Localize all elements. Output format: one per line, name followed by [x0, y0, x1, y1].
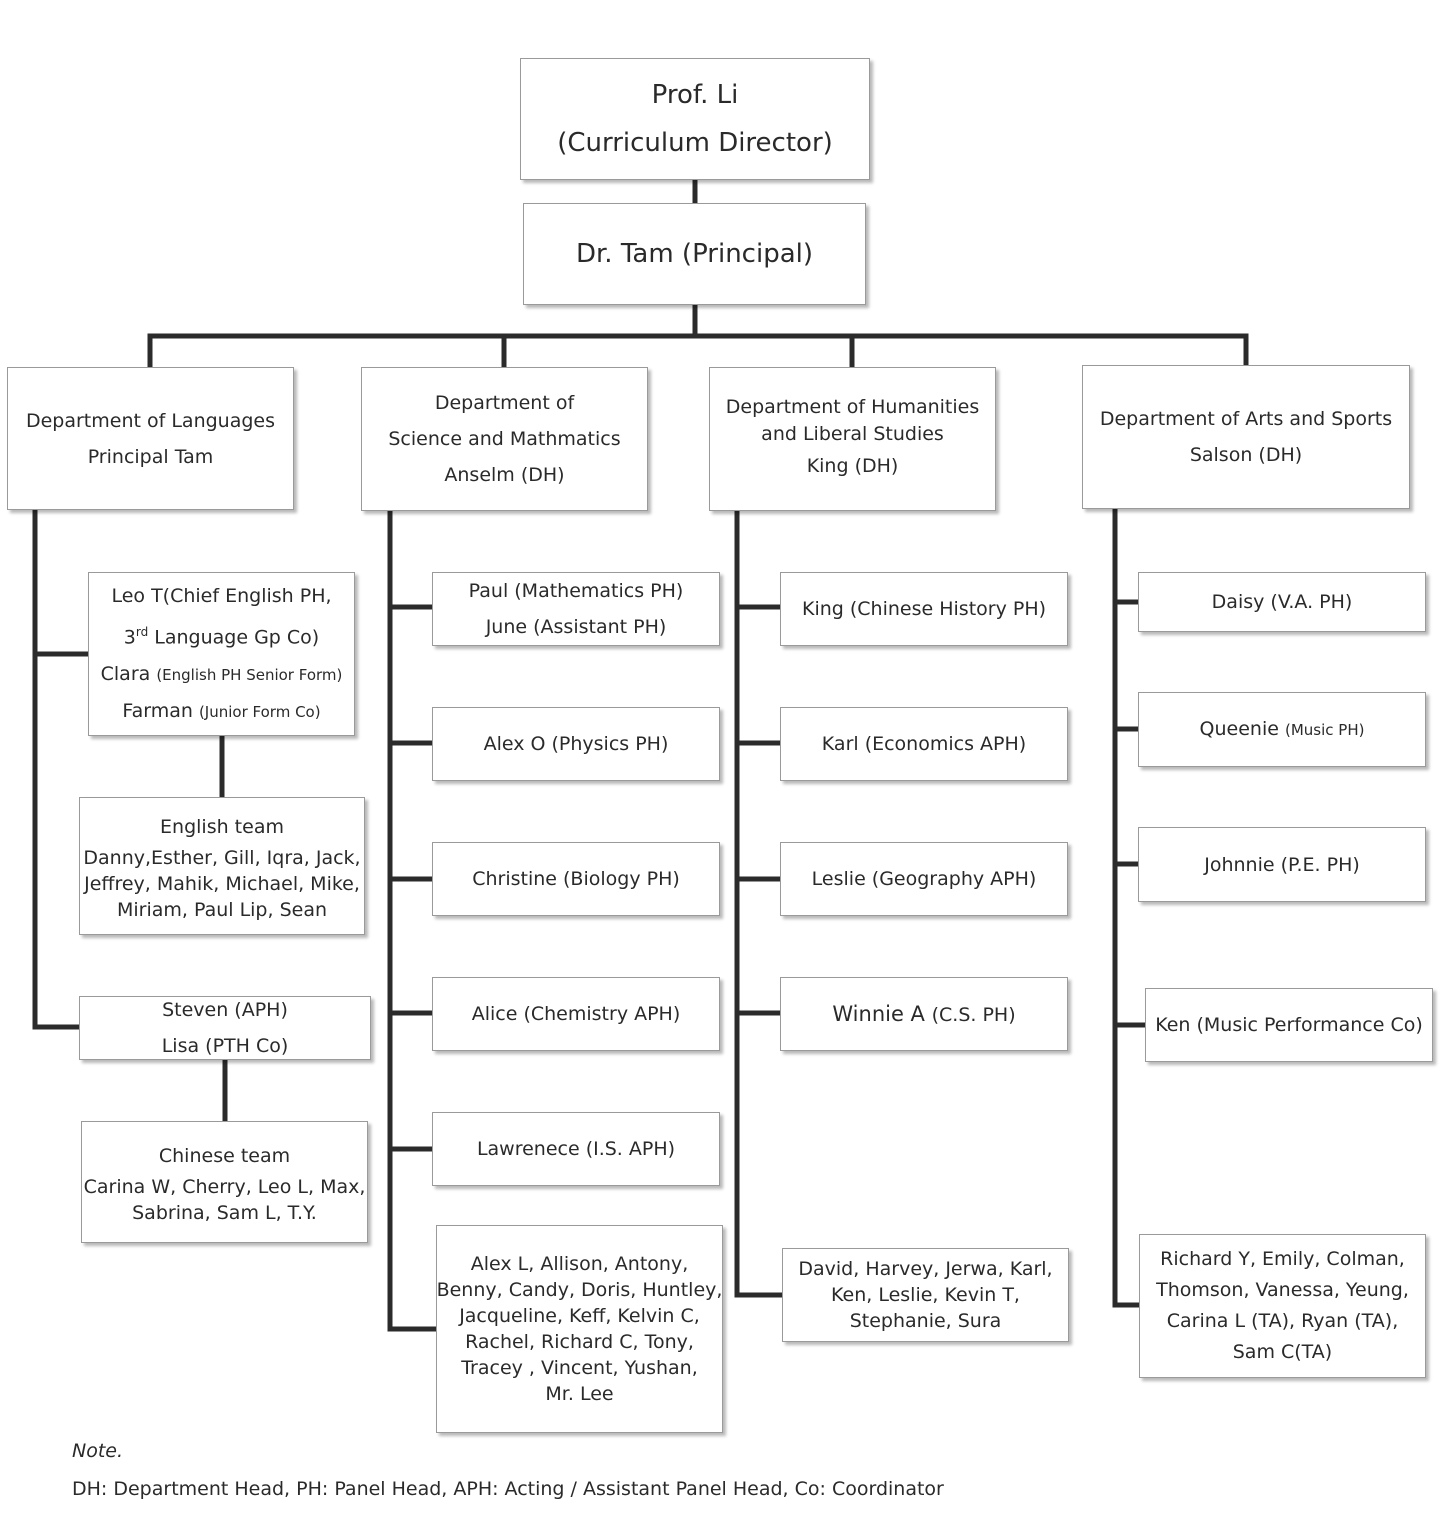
note-text: DH: Department Head, PH: Panel Head, APH…	[72, 1478, 944, 1500]
dept-arts-box: Department of Arts and Sports Salson (DH…	[1082, 365, 1410, 509]
note-title: Note.	[72, 1440, 124, 1462]
english-team-title: English team	[160, 816, 284, 838]
director-role: (Curriculum Director)	[557, 128, 833, 158]
arts-team-line-2: Thomson, Vanessa, Yeung,	[1156, 1279, 1409, 1301]
karl-box: Karl (Economics APH)	[780, 707, 1068, 781]
christine-line: Christine (Biology PH)	[472, 868, 680, 890]
alex-box: Alex O (Physics PH)	[432, 707, 720, 781]
christine-box: Christine (Biology PH)	[432, 842, 720, 916]
principal-box: Dr. Tam (Principal)	[523, 203, 866, 305]
alex-line: Alex O (Physics PH)	[483, 733, 669, 755]
humanities-team-line-2: Ken, Leslie, Kevin T,	[831, 1284, 1020, 1306]
humanities-team-line-1: David, Harvey, Jerwa, Karl,	[798, 1258, 1053, 1280]
dept-arts-title: Department of Arts and Sports	[1099, 408, 1393, 430]
leslie-box: Leslie (Geography APH)	[780, 842, 1068, 916]
june-line: June (Assistant PH)	[485, 616, 667, 638]
principal-label: Dr. Tam (Principal)	[575, 239, 814, 269]
johnnie-line: Johnnie (P.E. PH)	[1204, 853, 1360, 876]
humanities-team-box: David, Harvey, Jerwa, Karl, Ken, Leslie,…	[782, 1248, 1069, 1342]
alice-line: Alice (Chemistry APH)	[471, 1003, 681, 1025]
king-box: King (Chinese History PH)	[780, 572, 1068, 646]
queenie-box: Queenie (Music PH)	[1138, 692, 1426, 767]
english-team-line-3: Miriam, Paul Lip, Sean	[116, 899, 328, 921]
arts-team-line-4: Sam C(TA)	[1232, 1341, 1333, 1363]
dept-humanities-title-1: Department of Humanities	[725, 396, 980, 418]
chinese-team-box: Chinese team Carina W, Cherry, Leo L, Ma…	[81, 1121, 368, 1243]
science-team-line-6: Mr. Lee	[545, 1383, 614, 1405]
lawrenece-line: Lawrenece (I.S. APH)	[476, 1138, 676, 1160]
director-name: Prof. Li	[651, 80, 739, 110]
steven-box: Steven (APH) Lisa (PTH Co)	[79, 996, 371, 1060]
science-team-line-1: Alex L, Allison, Antony,	[470, 1253, 689, 1275]
dept-languages-head: Principal Tam	[87, 445, 214, 468]
ken-box: Ken (Music Performance Co)	[1145, 988, 1433, 1062]
dept-humanities-box: Department of Humanities and Liberal Stu…	[709, 367, 996, 511]
lisa-line: Lisa (PTH Co)	[161, 1035, 289, 1057]
farman-line: Farman (Junior Form Co)	[122, 699, 321, 722]
dept-science-title-2: Science and Mathmatics	[388, 428, 621, 450]
arts-team-line-1: Richard Y, Emily, Colman,	[1160, 1248, 1405, 1270]
dept-science-title-1: Department of	[434, 392, 575, 414]
dept-languages-box: Department of Languages Principal Tam	[7, 367, 294, 510]
leo-box: Leo T(Chief English PH, 3rd Language Gp …	[88, 572, 355, 736]
english-team-line-1: Danny,Esther, Gill, Iqra, Jack,	[83, 847, 361, 869]
english-team-box: English team Danny,Esther, Gill, Iqra, J…	[79, 797, 365, 935]
dept-humanities-head: King (DH)	[806, 455, 899, 477]
dept-languages-title: Department of Languages	[25, 409, 276, 432]
language-group-line: 3rd Language Gp Co)	[123, 625, 320, 649]
dept-science-box: Department of Science and Mathmatics Ans…	[361, 367, 648, 511]
chinese-team-line-1: Carina W, Cherry, Leo L, Max,	[83, 1176, 366, 1198]
science-team-line-3: Jacqueline, Keff, Kelvin C,	[459, 1305, 700, 1327]
chinese-team-line-2: Sabrina, Sam L, T.Y.	[132, 1202, 317, 1224]
alice-box: Alice (Chemistry APH)	[432, 977, 720, 1051]
king-line: King (Chinese History PH)	[801, 598, 1047, 620]
science-team-line-5: Tracey , Vincent, Yushan,	[461, 1357, 698, 1379]
karl-line: Karl (Economics APH)	[821, 733, 1027, 755]
dept-science-head: Anselm (DH)	[444, 464, 565, 486]
leo-line: Leo T(Chief English PH,	[111, 585, 332, 608]
lawrenece-box: Lawrenece (I.S. APH)	[432, 1112, 720, 1186]
humanities-team-line-3: Stephanie, Sura	[849, 1310, 1002, 1332]
dept-arts-head: Salson (DH)	[1189, 444, 1303, 466]
ken-line: Ken (Music Performance Co)	[1155, 1014, 1423, 1036]
english-team-line-2: Jeffrey, Mahik, Michael, Mike,	[84, 873, 360, 895]
dept-humanities-title-2: and Liberal Studies	[761, 423, 944, 445]
johnnie-box: Johnnie (P.E. PH)	[1138, 827, 1426, 902]
director-box: Prof. Li (Curriculum Director)	[520, 58, 870, 180]
queenie-line: Queenie (Music PH)	[1199, 718, 1365, 740]
arts-team-box: Richard Y, Emily, Colman, Thomson, Vanes…	[1139, 1234, 1426, 1378]
daisy-box: Daisy (V.A. PH)	[1138, 572, 1426, 632]
daisy-line: Daisy (V.A. PH)	[1211, 591, 1353, 613]
arts-team-line-3: Carina L (TA), Ryan (TA),	[1166, 1310, 1399, 1332]
winnie-line: Winnie A (C.S. PH)	[832, 1001, 1016, 1026]
steven-line: Steven (APH)	[162, 999, 288, 1021]
science-team-line-2: Benny, Candy, Doris, Huntley,	[436, 1279, 723, 1301]
winnie-box: Winnie A (C.S. PH)	[780, 977, 1068, 1051]
leslie-line: Leslie (Geography APH)	[811, 868, 1037, 890]
clara-line: Clara (English PH Senior Form)	[100, 662, 343, 685]
chinese-team-title: Chinese team	[158, 1145, 291, 1167]
paul-box: Paul (Mathematics PH) June (Assistant PH…	[432, 572, 720, 646]
paul-line: Paul (Mathematics PH)	[468, 580, 684, 602]
science-team-line-4: Rachel, Richard C, Tony,	[465, 1331, 694, 1353]
science-team-box: Alex L, Allison, Antony, Benny, Candy, D…	[436, 1225, 723, 1433]
